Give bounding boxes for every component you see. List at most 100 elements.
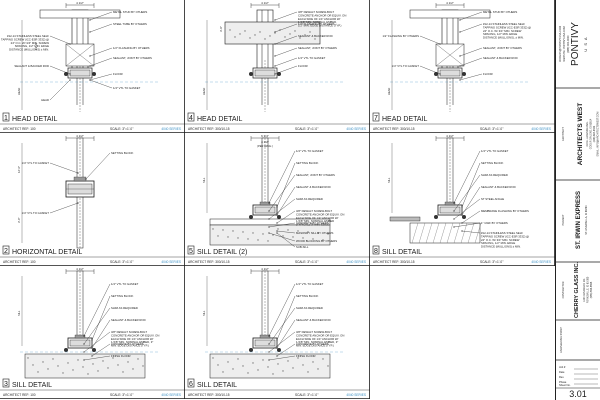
aggregate <box>264 38 266 40</box>
line <box>461 162 481 208</box>
note-text: FLOOR <box>483 72 493 76</box>
aggregate <box>304 34 306 36</box>
detail-number: 4 <box>189 115 193 122</box>
note-text: 1/4" VTL TO GASKET <box>296 282 324 286</box>
leader-dot <box>274 73 276 75</box>
setting-block <box>73 176 87 182</box>
aggregate <box>327 233 329 235</box>
aggregate <box>274 32 276 34</box>
arch-ref-text: ARCHITECT REF: 300/10-15 <box>188 393 230 397</box>
dimension-text: 4 1/2" <box>76 134 84 138</box>
line <box>467 222 475 244</box>
series-text: 4040 SERIES <box>531 127 551 131</box>
line <box>274 65 298 75</box>
head-frame-inner <box>439 69 461 77</box>
note-text: SETTING BLOCK <box>111 294 134 298</box>
concrete-slab <box>24 353 146 379</box>
leader-dot <box>268 335 270 337</box>
leader-dot <box>268 226 270 228</box>
aggregate <box>317 368 319 370</box>
aggregate <box>244 30 246 32</box>
brand-sub: U S A <box>583 36 588 51</box>
line <box>419 65 441 75</box>
project-name: ST. IRWIN EXPRESS <box>576 191 582 249</box>
note-text: TAPPING SCREW (ICC-ESR 3332) @ <box>1 37 49 41</box>
aggregate <box>302 237 304 239</box>
aggregate <box>257 239 259 241</box>
sill-frame-inner <box>254 206 276 214</box>
leader-dot <box>461 230 463 232</box>
leader-dot <box>77 172 79 174</box>
sealant-bead <box>434 215 438 219</box>
concrete-slab <box>209 224 331 246</box>
detail-title: SILL DETAIL <box>12 382 52 389</box>
aggregate <box>282 235 284 237</box>
aggregate <box>242 365 244 367</box>
aggregate <box>257 369 259 371</box>
note-text: FLOOR <box>113 72 123 76</box>
aggregate <box>287 360 289 362</box>
aggregate <box>229 29 231 31</box>
note-text: SUB-SILL <box>296 245 309 249</box>
aggregate <box>37 371 39 373</box>
dimension-text: (PER ARCH.) <box>257 144 273 148</box>
line <box>49 65 71 75</box>
dimension-text: 3'-0" <box>219 26 223 32</box>
leader-dot <box>453 210 455 212</box>
leader-dot <box>274 65 276 67</box>
setting-block <box>259 201 271 206</box>
aggregate <box>217 364 219 366</box>
dimension-text: 12'-0" <box>34 42 38 50</box>
line <box>274 35 298 45</box>
sealant-bead <box>92 72 96 76</box>
sealant-bead <box>277 348 281 352</box>
note-text: SEALANT, JOINT BY OTHERS <box>296 173 335 177</box>
note-text: SEALANT & BACKER ROD <box>296 185 331 189</box>
line <box>268 331 296 353</box>
detail-number: 2 <box>4 248 8 255</box>
sealant-bead <box>249 215 253 219</box>
leader-dot <box>268 218 270 220</box>
contractor-name: CHERRY GLASS INC. <box>574 262 580 318</box>
note-text: HEAD <box>41 98 49 102</box>
aggregate <box>292 367 294 369</box>
note-text: SETTING BLOCK <box>296 294 319 298</box>
note-text: CONCRETE ANCHOR OR EQUIV. ON <box>296 212 344 216</box>
leader-dot <box>91 355 93 357</box>
aggregate <box>284 36 286 38</box>
note-text: EACH SIDE OF 1/4" ANCHOR W/ <box>111 337 154 341</box>
dimension-text: 4 1/2" <box>261 267 269 271</box>
aggregate <box>272 234 274 236</box>
aggregate <box>52 358 54 360</box>
series-text: 4040 SERIES <box>161 260 181 264</box>
aggregate <box>322 239 324 241</box>
detail-number-box <box>372 112 380 122</box>
note-text: DISTANCE (MULLIONS), ± MIN. <box>483 36 524 40</box>
series-text: 4040 SERIES <box>531 260 551 264</box>
head-frame-inner <box>69 69 91 77</box>
field-label: Job # <box>559 365 566 369</box>
dimension-text: SILL <box>17 310 21 316</box>
leader-dot <box>89 55 91 57</box>
aggregate <box>269 35 271 37</box>
note-text: 1-5/8" MIN. NOMINAL EMBED, 3" <box>296 340 338 344</box>
aggregate <box>132 368 134 370</box>
note-text: 1-5/8" MIN. NOMINAL EMBED, 3" <box>111 340 153 344</box>
concrete-slab <box>224 21 321 45</box>
aggregate <box>107 367 109 369</box>
note-text: CONCRETE ANCHOR OR EQUIV. ON <box>111 333 159 337</box>
aggregate <box>82 366 84 368</box>
line <box>411 222 419 244</box>
note-text: SEALANT, JOINT BY OTHERS <box>113 56 152 60</box>
contractor-line: FORKSVILLE, ID 83 000 <box>587 276 590 303</box>
note-text: EACH SIDE OF 1/4" ANCHOR W/ <box>296 337 339 341</box>
aggregate <box>322 358 324 360</box>
sealant-bead <box>462 215 466 219</box>
